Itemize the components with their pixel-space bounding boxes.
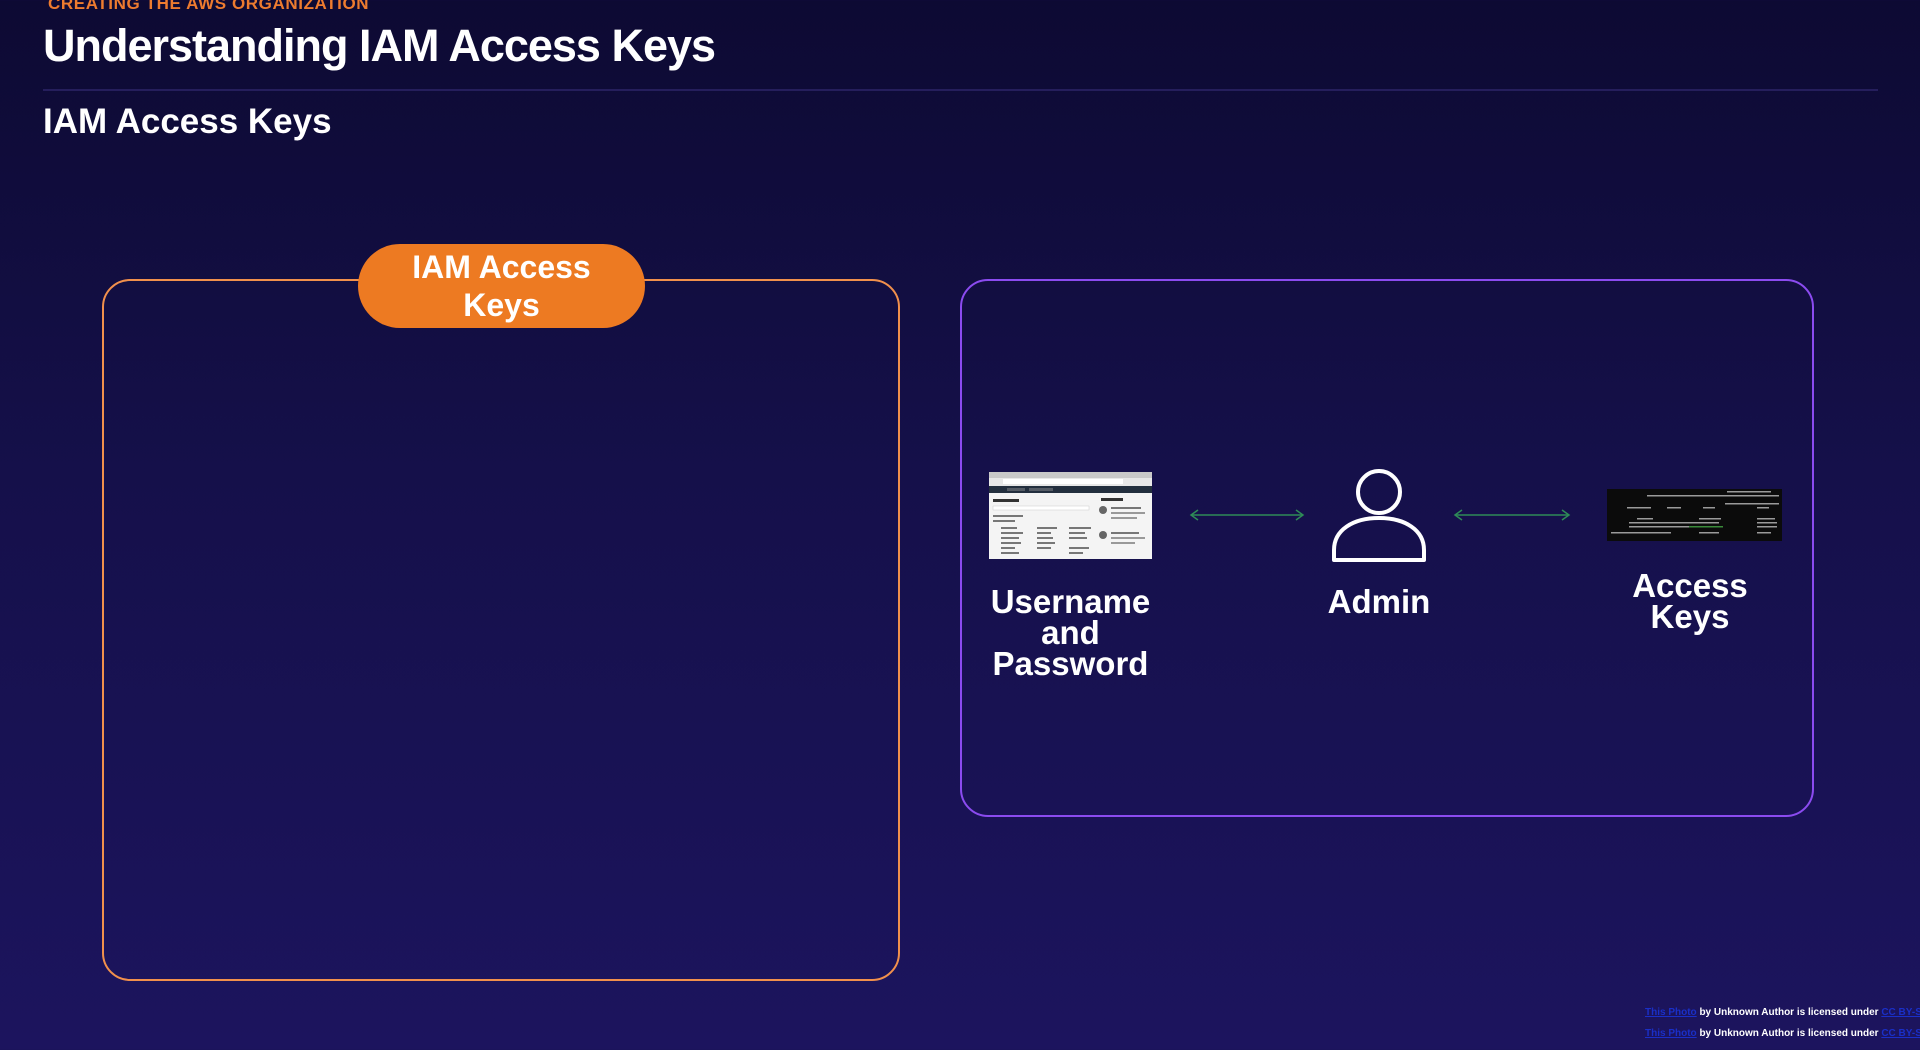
- terminal-screenshot-image: [1607, 489, 1782, 541]
- console-screenshot-graphic: [989, 472, 1152, 554]
- terminal-screenshot-graphic: [1611, 491, 1779, 534]
- node-label-admin: Admin: [1327, 583, 1431, 620]
- double-arrow-icon: [1189, 509, 1305, 521]
- double-arrow-icon: [1453, 509, 1571, 521]
- title-divider: [43, 89, 1878, 91]
- slide-eyebrow: CREATING THE AWS ORGANIZATION: [48, 0, 370, 13]
- left-panel: [102, 279, 900, 981]
- user-icon: [1332, 469, 1426, 562]
- attribution-text: by Unknown Author is licensed under: [1699, 1007, 1879, 1018]
- attribution-source-link[interactable]: This Photo: [1645, 1028, 1697, 1039]
- node-label-username-password: Username and Password: [990, 583, 1151, 682]
- attribution-license-link[interactable]: CC BY-SA: [1881, 1028, 1920, 1039]
- panel-title-pill: IAM Access Keys: [358, 244, 645, 328]
- attribution-license-link[interactable]: CC BY-SA: [1881, 1007, 1920, 1018]
- console-screenshot-image: [989, 472, 1152, 559]
- attribution-text: by Unknown Author is licensed under: [1699, 1028, 1879, 1039]
- right-panel: [960, 279, 1814, 817]
- page-title: Understanding IAM Access Keys: [43, 20, 716, 71]
- attribution-source-link[interactable]: This Photo: [1645, 1007, 1697, 1018]
- node-label-access-keys: Access Keys: [1632, 567, 1748, 635]
- image-attribution-2: This Photo by Unknown Author is licensed…: [1645, 1028, 1920, 1039]
- section-heading: IAM Access Keys: [43, 102, 332, 141]
- image-attribution-1: This Photo by Unknown Author is licensed…: [1645, 1007, 1920, 1018]
